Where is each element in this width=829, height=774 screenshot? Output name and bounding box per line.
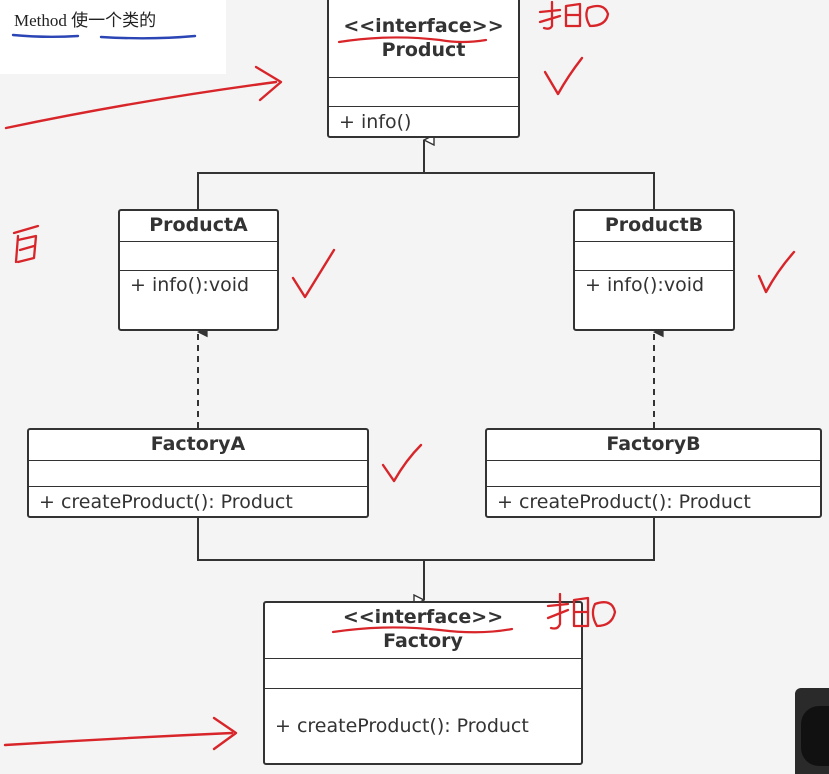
class-factory-b-header: FactoryB — [487, 430, 820, 461]
webcam-thumbnail — [795, 688, 829, 774]
class-factory-b-method: + createProduct(): Product — [497, 490, 751, 513]
class-product-a[interactable]: ProductA + info():void — [118, 209, 279, 331]
generalization-product-a-line — [197, 172, 424, 210]
class-factory-b-methods: + createProduct(): Product — [487, 487, 820, 516]
class-factory-a-method: + createProduct(): Product — [39, 490, 293, 513]
class-factory-a-name: FactoryA — [150, 433, 246, 455]
class-factory-name: Factory — [383, 630, 463, 652]
class-product-b-methods: + info():void — [575, 271, 733, 299]
generalization-factory-b-line — [424, 517, 655, 561]
class-factory-a-methods: + createProduct(): Product — [29, 487, 367, 516]
caption-text: Method 使一个类的 — [14, 6, 156, 31]
generalization-factory-a-line — [197, 517, 424, 561]
class-product-a-attributes — [120, 242, 277, 271]
caption-method-word: Method — [14, 11, 67, 30]
class-product-a-header: ProductA — [120, 211, 277, 242]
class-factory-a-attributes — [29, 461, 367, 487]
class-product-b-header: ProductB — [575, 211, 733, 242]
class-product-attributes — [329, 78, 518, 107]
class-factory-a-header: FactoryA — [29, 430, 367, 461]
class-product-b-attributes — [575, 242, 733, 271]
class-factory-methods: + createProduct(): Product — [265, 689, 581, 763]
class-product-stereotype: <<interface>> — [343, 15, 504, 37]
class-product-methods: + info() — [329, 107, 518, 136]
class-product-method: + info() — [339, 110, 412, 133]
class-product-a-name: ProductA — [149, 214, 248, 236]
class-product-b-name: ProductB — [604, 214, 704, 236]
class-factory-b-name: FactoryB — [606, 433, 701, 455]
class-product-header: <<interface>> Product — [329, 0, 518, 78]
class-product-b[interactable]: ProductB + info():void — [573, 209, 735, 331]
class-product-a-methods: + info():void — [120, 271, 277, 299]
class-product-b-method: + info():void — [585, 274, 705, 296]
class-factory-a[interactable]: FactoryA + createProduct(): Product — [27, 428, 369, 518]
class-factory-b[interactable]: FactoryB + createProduct(): Product — [485, 428, 822, 518]
caption-chinese-text: 使一个类的 — [66, 11, 157, 30]
class-product-name: Product — [381, 39, 466, 61]
class-factory-header: <<interface>> Factory — [265, 603, 581, 659]
class-product[interactable]: <<interface>> Product + info() — [327, 0, 520, 138]
class-factory-attributes — [265, 659, 581, 689]
class-factory-b-attributes — [487, 461, 820, 487]
class-factory-stereotype: <<interface>> — [342, 606, 504, 628]
generalization-product-b-line — [424, 172, 655, 210]
class-factory[interactable]: <<interface>> Factory + createProduct():… — [263, 601, 583, 765]
webcam-person-silhouette — [801, 706, 829, 766]
class-factory-method: + createProduct(): Product — [275, 715, 529, 737]
class-product-a-method: + info():void — [130, 274, 250, 296]
